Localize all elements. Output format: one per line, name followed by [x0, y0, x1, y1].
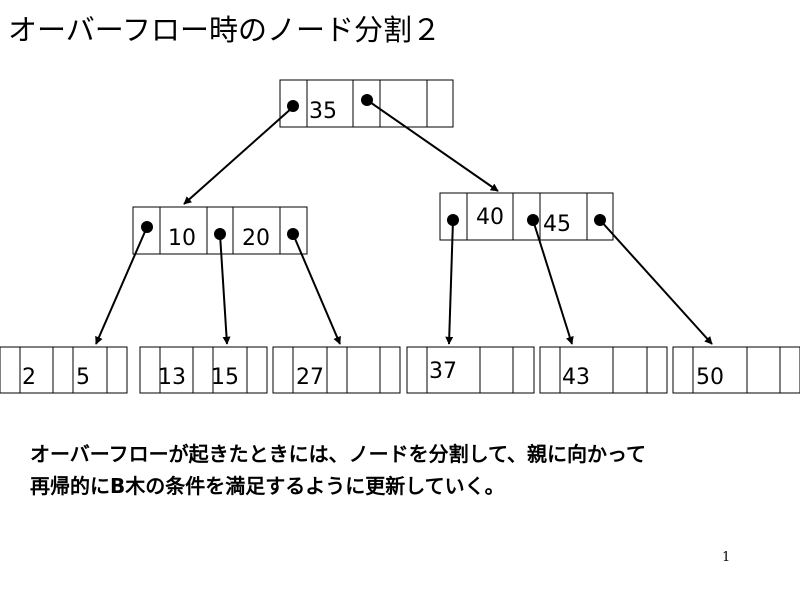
caption-line-2: 再帰的にB木の条件を満足するように更新していく。 — [30, 474, 505, 498]
level1-left-node — [132, 206, 308, 255]
pointer-dot-level1-right-b — [527, 214, 539, 226]
pointer-arrow-to-leaf-1 — [95, 226, 148, 345]
leaf-1-key-2: 5 — [76, 365, 90, 390]
caption-line-1: オーバーフローが起きたときには、ノードを分割して、親に向かって — [30, 442, 646, 466]
leaf-1-key-1: 2 — [22, 365, 36, 390]
leaf-node-2 — [139, 346, 268, 394]
leaf-node-1 — [0, 346, 128, 394]
leaf-node-3 — [272, 346, 401, 394]
level1-right-key-2: 45 — [543, 212, 571, 237]
leaf-5-key-1: 43 — [562, 365, 590, 390]
leaf-2-key-1: 13 — [158, 365, 186, 390]
level1-right-node — [439, 192, 614, 241]
leaf-4-key-1: 37 — [429, 359, 457, 384]
root-key-1: 35 — [309, 99, 337, 124]
slide-title: オーバーフロー時のノード分割２ — [8, 13, 441, 47]
pointer-arrow-to-leaf-4 — [445, 219, 454, 345]
page-number: 1 — [722, 550, 731, 565]
pointer-dot-level1-left-b — [214, 228, 226, 240]
leaf-node-5 — [539, 346, 668, 394]
root-node — [279, 79, 454, 128]
level1-right-key-1: 40 — [476, 205, 504, 230]
pointer-dot-root-left — [287, 100, 299, 112]
pointer-arrow-to-leaf-5 — [532, 219, 574, 345]
caption: オーバーフローが起きたときには、ノードを分割して、親に向かって 再帰的にB木の条… — [30, 438, 646, 502]
pointer-dot-level1-left-a — [141, 221, 153, 233]
leaf-2-key-2: 15 — [211, 365, 239, 390]
pointer-dot-level1-right-c — [594, 214, 606, 226]
pointer-arrow-root-right — [366, 99, 499, 192]
pointer-arrow-root-left — [183, 106, 294, 205]
pointer-arrow-to-leaf-2 — [219, 233, 231, 345]
pointer-dot-level1-left-c — [287, 228, 299, 240]
leaf-node-6 — [672, 346, 800, 394]
pointer-dot-root-right — [361, 94, 373, 106]
pointer-dot-level1-right-a — [447, 214, 459, 226]
level1-left-key-2: 20 — [242, 226, 270, 251]
leaf-3-key-1: 27 — [296, 365, 324, 390]
leaf-6-key-1: 50 — [696, 365, 724, 390]
pointer-arrow-to-leaf-6 — [599, 219, 713, 345]
leaf-node-4 — [406, 346, 535, 394]
pointer-arrow-to-leaf-3 — [292, 233, 341, 345]
level1-left-key-1: 10 — [168, 226, 196, 251]
